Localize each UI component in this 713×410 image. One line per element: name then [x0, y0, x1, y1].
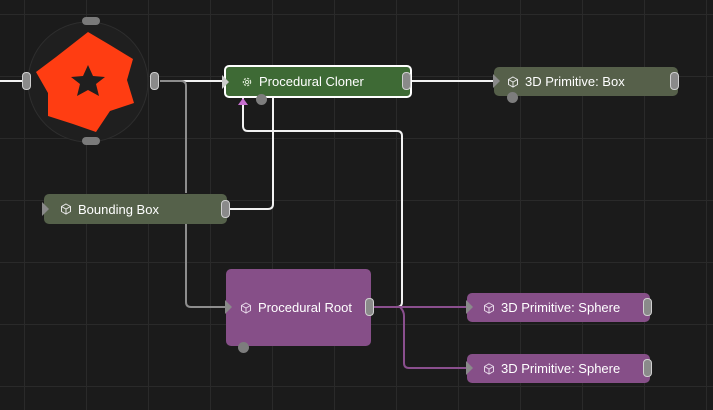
- box-input-port[interactable]: [493, 74, 500, 88]
- wire-arrowhead: [238, 98, 248, 105]
- sphere-2-output-port[interactable]: [643, 359, 652, 377]
- procedural-cloner-bottom-handle[interactable]: [256, 94, 267, 105]
- procedural-cloner-node[interactable]: Procedural Cloner: [224, 65, 412, 98]
- procedural-cloner-label: Procedural Cloner: [259, 74, 364, 89]
- cube-icon: [61, 203, 71, 215]
- procedural-root-output-port[interactable]: [365, 298, 374, 316]
- procedural-root-input-port[interactable]: [225, 300, 232, 314]
- sphere-node-1[interactable]: 3D Primitive: Sphere: [467, 293, 650, 322]
- box-node[interactable]: 3D Primitive: Box: [494, 67, 678, 96]
- box-bottom-handle[interactable]: [507, 92, 518, 103]
- wire-root-to-procroot[interactable]: [185, 224, 226, 308]
- wire-bounding-to-cloner[interactable]: [228, 96, 274, 210]
- procedural-root-bottom-handle[interactable]: [238, 342, 249, 353]
- bounding-box-input-port[interactable]: [42, 202, 49, 216]
- box-label: 3D Primitive: Box: [525, 74, 625, 89]
- box-output-port[interactable]: [670, 72, 679, 90]
- bounding-box-label: Bounding Box: [78, 201, 159, 217]
- root-bottom-handle[interactable]: [82, 137, 100, 145]
- root-top-handle[interactable]: [82, 17, 100, 25]
- cube-icon: [241, 301, 251, 314]
- sphere-1-label: 3D Primitive: Sphere: [501, 300, 621, 315]
- bounding-box-node[interactable]: Bounding Box: [44, 194, 227, 224]
- cube-icon: [508, 75, 518, 88]
- bounding-box-output-port[interactable]: [221, 200, 230, 218]
- flower-logo-icon: [27, 21, 149, 143]
- procedural-cloner-input-port[interactable]: [222, 75, 229, 89]
- root-node[interactable]: [22, 17, 159, 145]
- sphere-2-label: 3D Primitive: Sphere: [501, 361, 621, 376]
- sphere-2-input-port[interactable]: [466, 361, 473, 375]
- sphere-1-input-port[interactable]: [466, 300, 473, 314]
- sphere-1-output-port[interactable]: [643, 298, 652, 316]
- procedural-root-label: Procedural Root: [258, 300, 352, 315]
- cube-icon: [484, 301, 494, 314]
- procedural-root-node[interactable]: Procedural Root: [226, 269, 371, 346]
- sphere-node-2[interactable]: 3D Primitive: Sphere: [467, 354, 650, 383]
- gear-icon: [242, 77, 252, 86]
- root-left-port[interactable]: [22, 72, 31, 90]
- wire-root-to-bounding[interactable]: [160, 80, 187, 193]
- cube-icon: [484, 362, 494, 375]
- procedural-cloner-output-port[interactable]: [402, 72, 411, 90]
- wire-procroot-to-sphere-2[interactable]: [399, 306, 467, 369]
- root-right-port[interactable]: [150, 72, 159, 90]
- wire-procroot-to-cloner[interactable]: [242, 96, 403, 308]
